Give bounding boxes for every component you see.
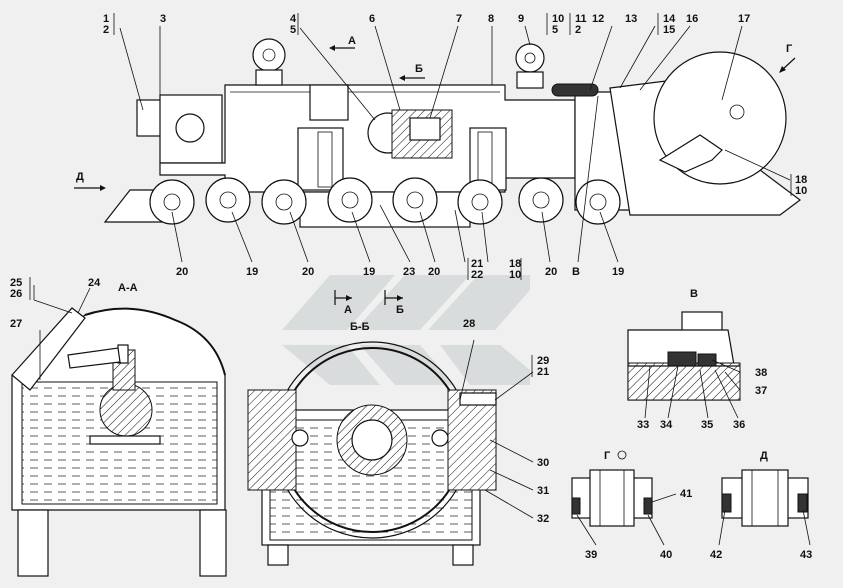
view-d-title: Д	[760, 450, 768, 462]
arrow-label-b: Б	[415, 63, 423, 75]
section-aa	[11, 285, 227, 577]
callout-32: 32	[537, 513, 549, 525]
detail-v	[627, 311, 741, 419]
callout-26: 26	[10, 288, 22, 300]
callout-29: 29	[537, 355, 549, 367]
callout-20b: 20	[302, 266, 314, 278]
callout-23: 23	[403, 266, 415, 278]
detail-v-labels: В 38 37 33 34 35 36	[637, 288, 767, 431]
detail-v-title: В	[690, 288, 698, 300]
callout-10c: 10	[509, 269, 521, 281]
callout-10b: 10	[795, 185, 807, 197]
section-mark-a: А	[344, 304, 352, 316]
callout-2b: 2	[575, 24, 581, 36]
callout-13: 13	[625, 13, 637, 25]
callout-10: 10	[552, 13, 564, 25]
callout-17: 17	[738, 13, 750, 25]
watermark-logo	[282, 275, 530, 385]
callout-39: 39	[585, 549, 597, 561]
callout-42: 42	[710, 549, 722, 561]
callout-12: 12	[592, 13, 604, 25]
callout-14: 14	[663, 13, 676, 25]
callout-3: 3	[160, 13, 166, 25]
callout-20c: 20	[428, 266, 440, 278]
callout-33: 33	[637, 419, 649, 431]
callout-19b: 19	[363, 266, 375, 278]
callout-40: 40	[660, 549, 672, 561]
callout-21b: 21	[537, 366, 549, 378]
callout-19c: 19	[612, 266, 624, 278]
callout-20a: 20	[176, 266, 188, 278]
section-bb-title: Б-Б	[350, 321, 370, 333]
arrow-label-d: Д	[76, 171, 84, 183]
view-d-labels: Д 42 43	[710, 450, 812, 561]
callout-20d: 20	[545, 266, 557, 278]
callout-28: 28	[463, 318, 475, 330]
arrow-label-a: А	[348, 35, 356, 47]
callout-16: 16	[686, 13, 698, 25]
callout-8: 8	[488, 13, 494, 25]
callout-36: 36	[733, 419, 745, 431]
callout-30: 30	[537, 457, 549, 469]
callout-4: 4	[290, 13, 297, 25]
callout-19a: 19	[246, 266, 258, 278]
callout-11: 11	[575, 13, 587, 25]
callout-1: 1	[103, 13, 109, 25]
section-aa-labels: А-А 24 25 26 27	[10, 277, 138, 330]
callout-21: 21	[471, 258, 483, 270]
callout-38: 38	[755, 367, 767, 379]
callout-35: 35	[701, 419, 713, 431]
callout-2: 2	[103, 24, 109, 36]
callout-7: 7	[456, 13, 462, 25]
section-mark-b: Б	[396, 304, 404, 316]
view-g	[571, 450, 677, 546]
callout-22: 22	[471, 269, 483, 281]
callout-18: 18	[795, 174, 807, 186]
callout-27: 27	[10, 318, 22, 330]
lower-wheels	[149, 177, 621, 225]
callout-9: 9	[518, 13, 524, 25]
main-callouts: 1 2 3 4 5 6 7 8 9 10 5 11 2 12 13 14 15 …	[76, 13, 807, 316]
callout-5: 5	[290, 24, 296, 36]
callout-37: 37	[755, 385, 767, 397]
view-d	[718, 469, 811, 546]
callout-v: В	[572, 266, 580, 278]
view-g-labels: Г 41 39 40	[585, 450, 692, 561]
main-view	[74, 25, 801, 305]
view-g-title: Г	[604, 450, 611, 462]
section-bb	[247, 339, 534, 566]
callout-34: 34	[660, 419, 673, 431]
callout-43: 43	[800, 549, 812, 561]
callout-41: 41	[680, 488, 692, 500]
callout-6: 6	[369, 13, 375, 25]
arrow-label-g: Г	[786, 43, 793, 55]
section-aa-title: А-А	[118, 282, 138, 294]
callout-15: 15	[663, 24, 675, 36]
section-bb-labels: Б-Б 28 29 21 30 31 32	[350, 318, 549, 525]
callout-24: 24	[88, 277, 101, 289]
callout-5b: 5	[552, 24, 558, 36]
callout-25: 25	[10, 277, 22, 289]
callout-31: 31	[537, 485, 549, 497]
callout-18b: 18	[509, 258, 521, 270]
